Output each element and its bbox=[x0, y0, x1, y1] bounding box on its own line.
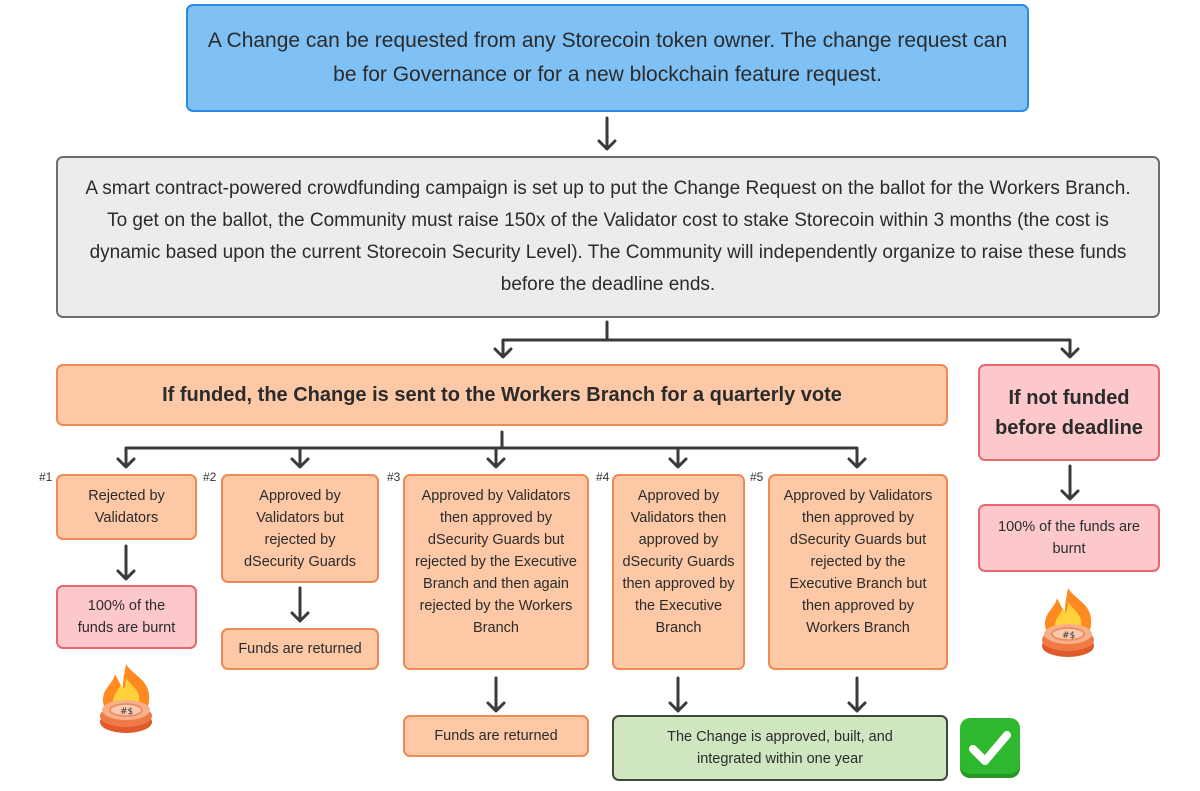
svg-text:#$: #$ bbox=[1062, 631, 1075, 641]
approved-text: The Change is approved, built, and integ… bbox=[667, 729, 893, 767]
outcome-5-box: Approved by Validators then approved by … bbox=[768, 474, 948, 670]
outcome-5-text: Approved by Validators then approved by … bbox=[783, 488, 933, 636]
funded-title: If funded, the Change is sent to the Wor… bbox=[162, 383, 842, 406]
outcome-3-result-text: Funds are returned bbox=[434, 728, 558, 744]
arrow-funded-split bbox=[124, 430, 859, 468]
not-funded-title: If not funded before deadline bbox=[995, 386, 1143, 439]
change-request-box: A Change can be requested from any Store… bbox=[186, 4, 1029, 112]
outcome-1-text: Rejected by Validators bbox=[88, 488, 165, 526]
funded-box: If funded, the Change is sent to the Wor… bbox=[56, 364, 948, 426]
outcome-1-result-box: 100% of the funds are burnt bbox=[56, 585, 197, 649]
outcome-1-box: Rejected by Validators bbox=[56, 474, 197, 540]
outcome-number: #5 bbox=[750, 470, 764, 484]
outcome-number: #1 bbox=[39, 470, 53, 484]
outcome-1-result-text: 100% of the funds are burnt bbox=[77, 598, 176, 636]
outcome-2-result-box: Funds are returned bbox=[221, 628, 379, 670]
svg-text:#$: #$ bbox=[120, 707, 133, 717]
green-checkmark-icon bbox=[960, 718, 1020, 778]
outcome-2-result-text: Funds are returned bbox=[238, 641, 362, 657]
change-request-text: A Change can be requested from any Store… bbox=[207, 29, 1008, 86]
outcome-2-box: Approved by Validators but rejected by d… bbox=[221, 474, 379, 583]
burning-coins-icon: #$ bbox=[93, 660, 159, 736]
outcome-3-text: Approved by Validators then approved by … bbox=[414, 488, 577, 636]
outcome-4-text: Approved by Validators then approved by … bbox=[622, 488, 735, 636]
outcome-number: #4 bbox=[596, 470, 610, 484]
outcome-2-text: Approved by Validators but rejected by d… bbox=[243, 488, 357, 570]
outcome-number: #3 bbox=[387, 470, 401, 484]
crowdfunding-campaign-box: A smart contract-powered crowdfunding ca… bbox=[56, 156, 1160, 318]
not-funded-outcome-text: 100% of the funds are burnt bbox=[998, 519, 1140, 557]
outcome-4-box: Approved by Validators then approved by … bbox=[612, 474, 745, 670]
burning-coins-icon: #$ bbox=[1035, 584, 1101, 660]
not-funded-outcome-box: 100% of the funds are burnt bbox=[978, 504, 1160, 572]
outcome-3-box: Approved by Validators then approved by … bbox=[403, 474, 589, 670]
arrow-campaign-split bbox=[501, 320, 1072, 358]
approved-box: The Change is approved, built, and integ… bbox=[612, 715, 948, 781]
crowdfunding-campaign-text: A smart contract-powered crowdfunding ca… bbox=[85, 178, 1131, 295]
outcome-number: #2 bbox=[203, 470, 217, 484]
outcome-3-result-box: Funds are returned bbox=[403, 715, 589, 757]
not-funded-box: If not funded before deadline bbox=[978, 364, 1160, 461]
